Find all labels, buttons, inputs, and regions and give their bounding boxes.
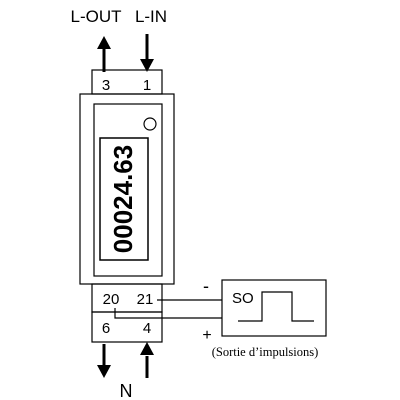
minus-sign: - [203, 276, 209, 296]
l-in-label: L-IN [135, 7, 167, 26]
pulse-output-wires [114, 299, 222, 319]
plus-sign: + [202, 327, 211, 344]
terminal-1-label: 1 [143, 77, 151, 94]
terminal-20-label: 20 [103, 291, 120, 308]
so-label: SO [232, 290, 254, 307]
neutral-out-arrow-icon [97, 344, 111, 378]
meter-housing [79, 69, 175, 343]
pulse-waveform-icon [238, 291, 314, 322]
l-out-label: L-OUT [71, 7, 122, 26]
neutral-label: N [120, 381, 133, 400]
terminal-21-label: 21 [137, 291, 154, 308]
display-reading: 00024.63 [108, 145, 138, 253]
terminal-6-label: 6 [102, 320, 110, 337]
neutral-in-arrow-icon [140, 342, 154, 378]
display-window [99, 137, 149, 261]
l-out-arrow-icon [97, 36, 111, 72]
terminal-3-label: 3 [102, 77, 110, 94]
pulse-output-box [221, 279, 327, 337]
led-indicator-icon [143, 117, 157, 131]
pulse-output-caption: (Sortie d’impulsions) [212, 345, 319, 359]
terminal-4-label: 4 [143, 320, 151, 337]
l-in-arrow-icon [140, 34, 154, 72]
